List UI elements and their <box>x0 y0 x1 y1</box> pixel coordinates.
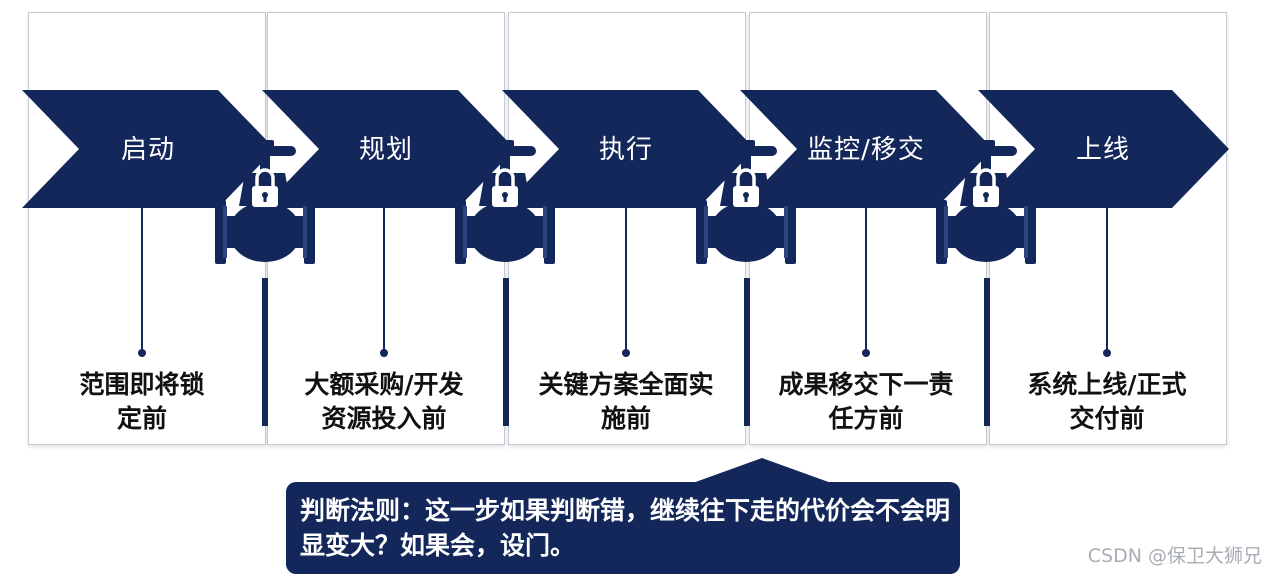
stage-label-start: 启动 <box>120 135 175 165</box>
stage-chevron-3 <box>502 90 755 208</box>
gate-strip-4 <box>984 278 990 426</box>
stage-label-plan: 规划 <box>358 135 413 165</box>
gate-condition-2: 大额采购/开发资源投入前 <box>304 370 464 433</box>
rule-pointer <box>690 458 834 484</box>
connector-dot-1 <box>138 349 146 357</box>
gate-strip-3 <box>744 278 750 426</box>
gate-condition-1: 范围即将锁定前 <box>79 370 205 433</box>
connector-dot-5 <box>1103 349 1111 357</box>
gate-condition-3: 关键方案全面实施前 <box>538 370 714 433</box>
stage-chevron-2 <box>262 90 515 208</box>
gate-condition-4: 成果移交下一责任方前 <box>778 370 954 433</box>
rule-text: 判断法则：这一步如果判断错，继续往下走的代价会不会明显变大？如果会，设门。 <box>300 496 951 560</box>
stage-label-execute: 执行 <box>598 135 653 165</box>
gate-condition-5: 系统上线/正式交付前 <box>1027 370 1187 433</box>
connector-dot-3 <box>622 349 630 357</box>
stage-chevron-4 <box>740 90 993 208</box>
rule-callout <box>286 482 960 574</box>
connector-dot-4 <box>862 349 870 357</box>
stage-chevron-1 <box>22 90 275 208</box>
connector-dot-2 <box>380 349 388 357</box>
stage-chevron-5 <box>978 90 1229 208</box>
stage-label-monitor: 监控/移交 <box>807 135 925 165</box>
gate-strip-2 <box>503 278 509 426</box>
watermark: CSDN @保卫大狮兄 <box>1087 545 1262 567</box>
gate-strip-1 <box>262 278 268 426</box>
stage-label-launch: 上线 <box>1075 135 1130 165</box>
